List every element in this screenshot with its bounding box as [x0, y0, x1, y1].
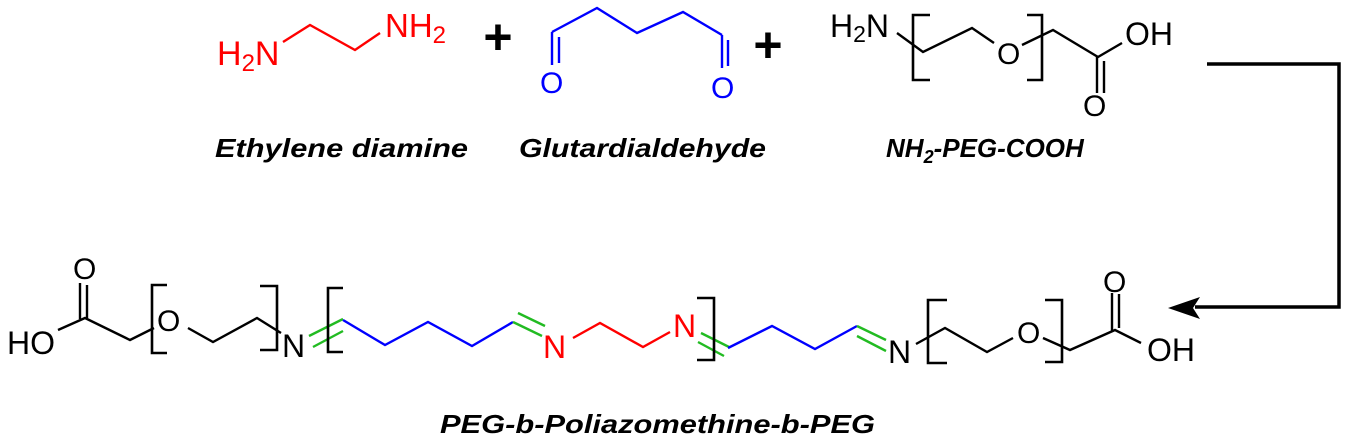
glutardialdehyde-structure: O O	[540, 6, 734, 105]
peg-carbonyl-oxygen: O	[1083, 90, 1106, 123]
product-right-carbonyl-oxygen: O	[1103, 266, 1126, 299]
reaction-arrow-line	[1195, 62, 1341, 309]
peg-repeat-bracket-open	[911, 13, 930, 82]
right-peg-chain-bond-2	[1042, 328, 1142, 352]
peg-ether-oxygen: O	[997, 38, 1020, 71]
ethylene-chain-bond	[282, 23, 381, 52]
left-peg-bracket-open	[150, 283, 167, 355]
glutardialdehyde-right-oxygen: O	[711, 72, 734, 105]
imine-double-bond-2b	[517, 311, 546, 328]
imine-double-bond-1a	[308, 317, 344, 338]
polyazomethine-bracket-close	[697, 296, 716, 362]
left-peg-chain-bond-1	[57, 316, 155, 342]
product-right-hydroxyl: OH	[1147, 332, 1195, 368]
product-left-hydroxyl: HO	[7, 325, 55, 361]
nh2-peg-cooh-structure: H2N O OH O	[830, 8, 1173, 123]
nh2-peg-cooh-label: NH2-PEG-COOH	[886, 133, 1085, 167]
ethylene-diamine-structure: H2N NH2	[217, 7, 446, 77]
peg-amine: H2N	[830, 8, 889, 47]
glutardialdehyde-chain-bond	[551, 6, 723, 37]
peg-hydroxyl: OH	[1125, 16, 1173, 52]
ethylene-diamine-label: Ethylene diamine	[215, 133, 468, 163]
product-structure: HO O O N N N N O O OH	[7, 253, 1195, 370]
reaction-arrow	[1168, 62, 1341, 319]
ethylene-segment	[572, 321, 671, 349]
peg-chain-bond-2	[1021, 28, 1123, 59]
product-imine-n-1: N	[282, 328, 305, 364]
glutaraldehyde-segment-1	[342, 318, 514, 348]
glutardialdehyde-label: Glutardialdehyde	[519, 133, 766, 163]
product-imine-n-2: N	[543, 329, 566, 365]
glutardialdehyde-left-oxygen: O	[540, 67, 563, 100]
product-label: PEG-b-Poliazomethine-b-PEG	[440, 409, 875, 439]
imine-double-bond-3b	[697, 340, 725, 358]
product-right-ether-oxygen: O	[1017, 317, 1040, 350]
ethylene-diamine-right-amine: NH2	[385, 7, 446, 49]
imine-double-bond-4b	[856, 334, 887, 353]
imine-double-bond-2a	[512, 320, 543, 338]
product-left-ether-oxygen: O	[157, 305, 180, 338]
right-peg-bracket-close	[1045, 298, 1064, 364]
ethylene-diamine-left-amine: H2N	[217, 35, 279, 77]
arrowhead-icon	[1168, 297, 1200, 319]
peg-chain-bond-1	[896, 26, 995, 54]
plus-sign-1: +	[483, 9, 512, 65]
glutaraldehyde-segment-2	[727, 324, 858, 351]
product-left-carbonyl-oxygen: O	[73, 253, 96, 286]
product-imine-n-3: N	[673, 308, 696, 344]
right-peg-bracket-open	[926, 298, 947, 365]
product-imine-n-4: N	[888, 334, 911, 370]
peg-repeat-bracket-close	[1027, 13, 1044, 82]
imine-double-bond-4a	[856, 324, 887, 342]
plus-sign-2: +	[753, 17, 782, 73]
polyazomethine-bracket-open	[326, 286, 343, 354]
right-peg-chain-bond-1	[915, 326, 1014, 354]
left-peg-bracket-close	[260, 284, 279, 352]
left-peg-chain-bond-2	[187, 316, 282, 344]
